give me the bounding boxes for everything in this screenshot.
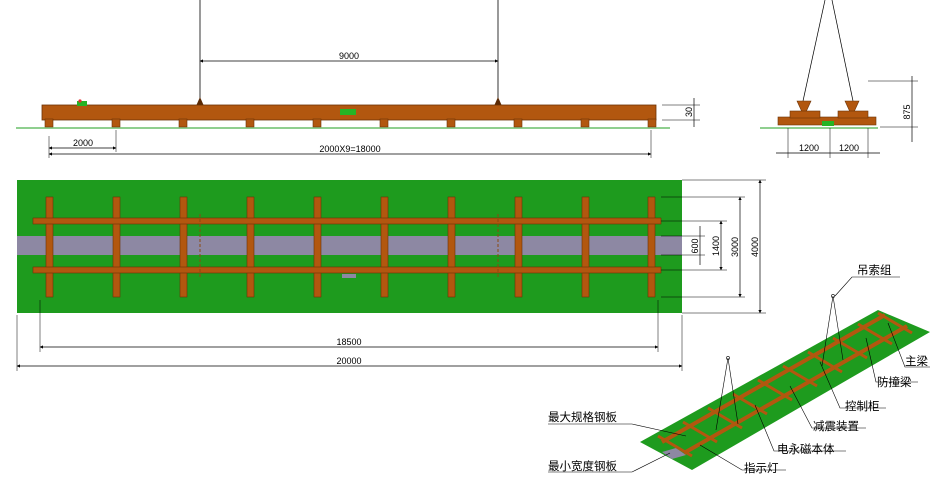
dim-rail-spacing: 1400 [711, 236, 721, 256]
dim-outer-width: 4000 [750, 237, 760, 257]
min-steel-plate-iso [662, 448, 686, 459]
plan-view: 600 1400 3000 4000 18500 20000 [16, 179, 766, 371]
hook-left [196, 97, 204, 106]
dim-mid-width: 3000 [730, 237, 740, 257]
dim-inner-width: 600 [690, 238, 700, 253]
end-elevation-view: 875 1200 1200 [760, 0, 918, 158]
label-max-plate: 最大规格钢板 [548, 410, 617, 424]
dim-plate-length: 20000 [336, 356, 361, 366]
isometric-view: 吊索组 主梁 防撞梁 控制柜 减震装置 电永磁本体 指示灯 最大规格钢板 最小宽… [548, 263, 930, 475]
dim-end-half-left: 1200 [799, 143, 819, 153]
main-beam-lower-plan [32, 266, 662, 274]
indicator-lamp-icon [78, 99, 82, 103]
dim-end-half-right: 1200 [839, 143, 859, 153]
label-damping-device: 减震装置 [813, 419, 859, 433]
hook-right [494, 97, 502, 106]
sling-group-iso [715, 294, 844, 431]
dim-rail-length: 18500 [336, 337, 361, 347]
dim-hook-spacing: 9000 [339, 51, 359, 61]
leg-row-side [44, 118, 657, 128]
label-indicator-light: 指示灯 [744, 461, 779, 475]
cross-beams-plan [45, 196, 656, 298]
label-min-plate: 最小宽度钢板 [548, 459, 617, 473]
dim-beam-height: 30 [684, 107, 694, 117]
cross-beams-iso [657, 311, 913, 458]
dim-end-height: 875 [902, 104, 912, 119]
label-sling-group: 吊索组 [857, 263, 892, 277]
label-control-cabinet: 控制柜 [845, 399, 880, 413]
dim-leg-spacing: 2000 [73, 138, 93, 148]
side-elevation-view: 9000 30 2000 2000X9=18000 [16, 0, 700, 158]
dim-total-side: 2000X9=18000 [319, 144, 380, 154]
label-magnet-body: 电永磁本体 [777, 442, 835, 456]
max-steel-plate-iso [640, 310, 930, 470]
label-main-beam: 主梁 [905, 354, 928, 368]
control-cabinet-side [340, 109, 356, 115]
label-anti-collision-beam: 防撞梁 [877, 375, 912, 389]
main-beam-upper-plan [32, 217, 662, 225]
indicator-light-side [77, 101, 87, 106]
